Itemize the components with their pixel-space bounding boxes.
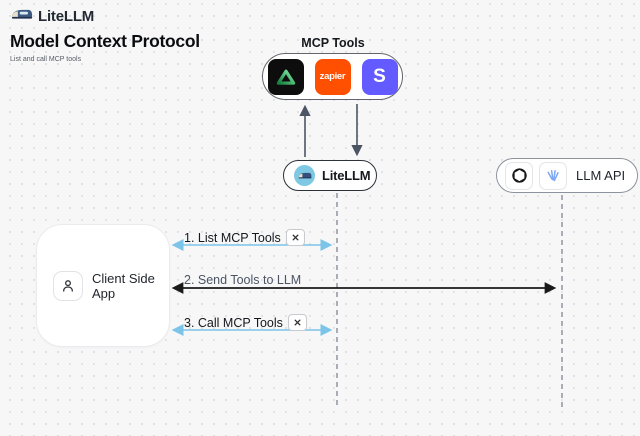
client-side-app-node: Client Side App: [36, 224, 170, 347]
tools-icon: [285, 229, 305, 246]
tools-icon: [287, 314, 307, 331]
brand-label: LiteLLM: [38, 8, 95, 25]
litellm-logo-icon: [11, 7, 33, 26]
blue-provider-icon: [539, 161, 567, 190]
llm-api-node: LLM API: [496, 158, 638, 193]
message-1-text: 1. List MCP Tools: [184, 230, 281, 245]
message-3-text: 3. Call MCP Tools: [184, 315, 283, 330]
mcp-tools-node: zapier S: [262, 53, 403, 100]
litellm-circle-icon: [294, 165, 315, 186]
message-2-text: 2. Send Tools to LLM: [184, 273, 302, 287]
message-label-1: 1. List MCP Tools: [184, 229, 305, 246]
client-node-label: Client Side App: [92, 270, 155, 301]
page-title: Model Context Protocol: [10, 31, 200, 51]
openai-icon: [505, 161, 533, 190]
zapier-icon: zapier: [314, 58, 351, 95]
stripe-letter: S: [373, 66, 386, 87]
green-triangle-icon: [267, 58, 304, 95]
brand: LiteLLM: [11, 7, 94, 26]
page-subtitle: List and call MCP tools: [10, 56, 82, 63]
message-label-3: 3. Call MCP Tools: [184, 314, 307, 331]
user-icon: [53, 270, 83, 301]
litellm-node: LiteLLM: [283, 160, 377, 191]
litellm-node-label: LiteLLM: [322, 168, 371, 183]
stripe-icon: S: [361, 58, 398, 95]
zapier-wordmark: zapier: [319, 71, 346, 82]
mcp-tools-label: MCP Tools: [301, 36, 365, 50]
llm-api-node-label: LLM API: [576, 168, 626, 183]
message-label-2: 2. Send Tools to LLM: [184, 273, 301, 287]
